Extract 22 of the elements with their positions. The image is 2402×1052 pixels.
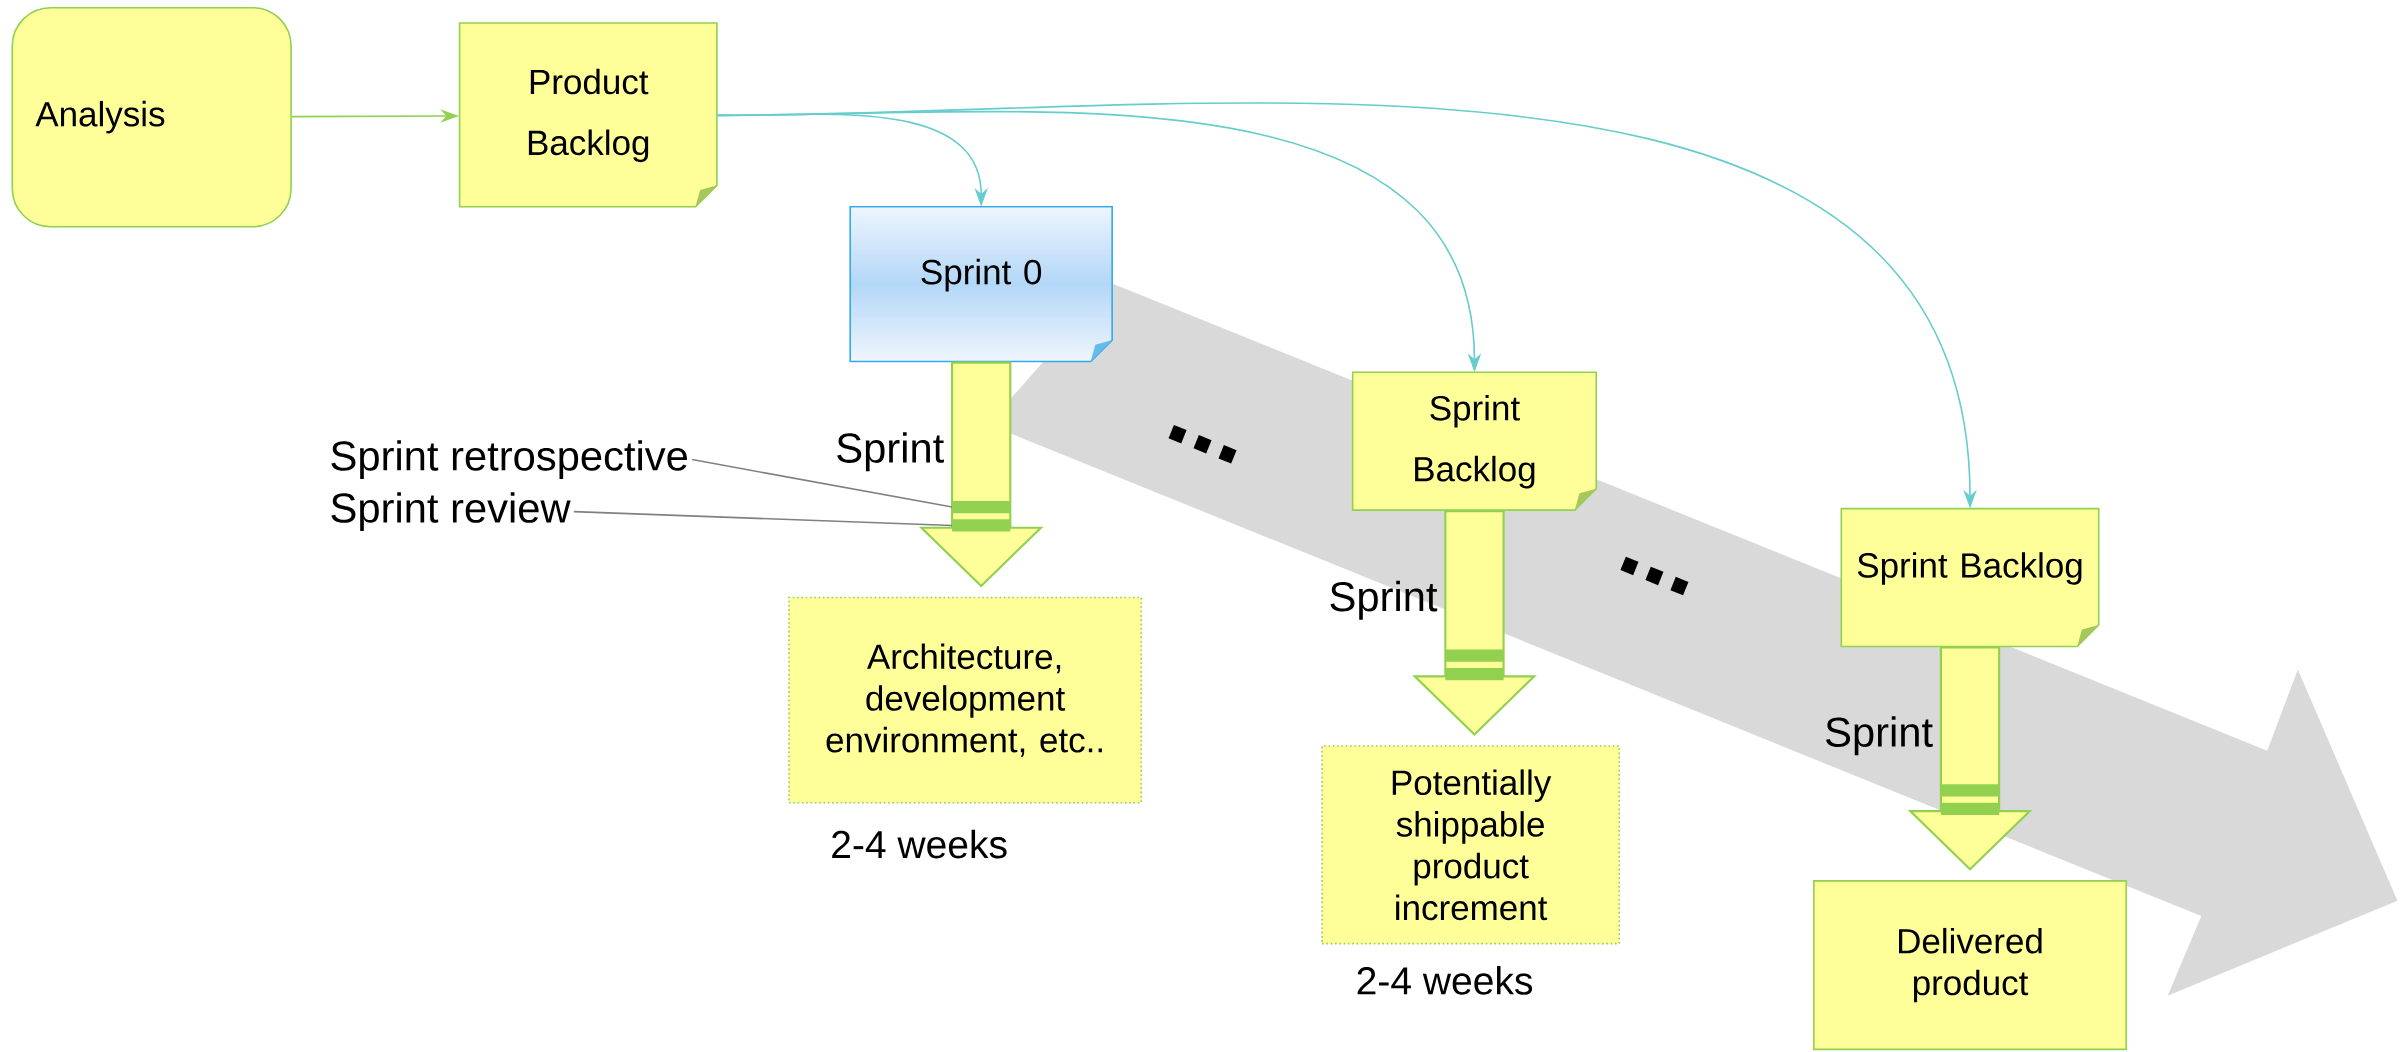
- block-arrow: [918, 361, 1044, 588]
- leader-line: [691, 458, 953, 508]
- block-arrow: [1412, 509, 1537, 736]
- annotation-text: Sprint review: [331, 492, 571, 531]
- edge-label: Sprint: [837, 432, 944, 471]
- edge-label: Sprint: [1826, 716, 1933, 756]
- sticky-note: Sprint Backlog: [1351, 371, 1598, 511]
- ellipsis-mark: ...: [1168, 424, 1237, 464]
- ellipsis-mark: ...: [1620, 556, 1689, 596]
- sticky-note: Sprint Backlog: [1840, 507, 2100, 648]
- block-arrow: [1907, 646, 2033, 871]
- output-box: Delivered product: [1813, 879, 2128, 1050]
- duration-text: 2-4 weeks: [832, 829, 1007, 859]
- leader-line: [573, 510, 953, 527]
- output-box: Potentially shippable product increment: [1321, 745, 1620, 945]
- sticky-note: Sprint 0: [849, 205, 1113, 363]
- sticky-note: Product Backlog: [458, 21, 718, 208]
- edge-label: Sprint: [1330, 580, 1438, 620]
- annotation-text: Sprint retrospective: [331, 439, 687, 479]
- duration-text: 2-4 weeks: [1357, 965, 1533, 995]
- rounded-box: Analysis: [11, 6, 292, 228]
- output-box: Architecture, development environment, etc..: [788, 596, 1143, 804]
